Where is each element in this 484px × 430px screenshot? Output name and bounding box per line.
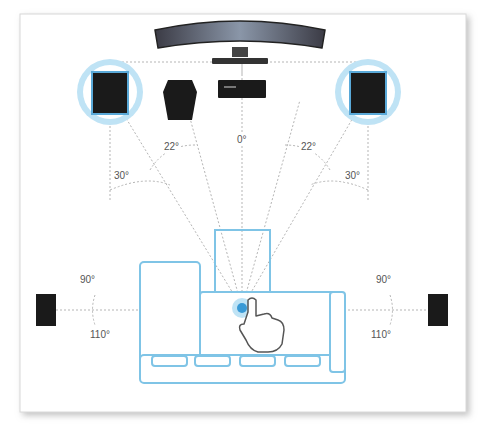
angle-label: 30° — [344, 170, 361, 182]
player-slot — [224, 86, 236, 88]
front-left-speaker — [92, 72, 128, 114]
front-right-ring — [341, 65, 395, 119]
front-left-highlight — [77, 59, 143, 125]
tv-base — [212, 58, 268, 64]
tv — [155, 21, 325, 48]
angle-label: 0° — [236, 134, 248, 146]
front-left-ring — [83, 65, 137, 119]
angle-label: 110° — [370, 329, 392, 341]
surround-left-speaker — [36, 294, 56, 326]
angle-label: 30° — [113, 170, 130, 182]
front-right-speaker — [350, 72, 386, 114]
angle-label: 90° — [79, 274, 96, 286]
front-right-highlight — [335, 59, 401, 125]
angle-label: 22° — [300, 141, 317, 153]
tv-stand — [232, 47, 248, 57]
guide-lines — [56, 60, 428, 325]
player — [218, 80, 266, 98]
couch — [140, 230, 345, 383]
subwoofer — [163, 80, 197, 120]
angle-label: 110° — [89, 329, 111, 341]
surround-right-speaker — [428, 294, 448, 326]
angle-label: 22° — [163, 141, 180, 153]
listener-dot — [237, 303, 247, 313]
frame — [20, 14, 466, 412]
hand-icon — [240, 298, 285, 352]
angle-label: 90° — [375, 274, 392, 286]
